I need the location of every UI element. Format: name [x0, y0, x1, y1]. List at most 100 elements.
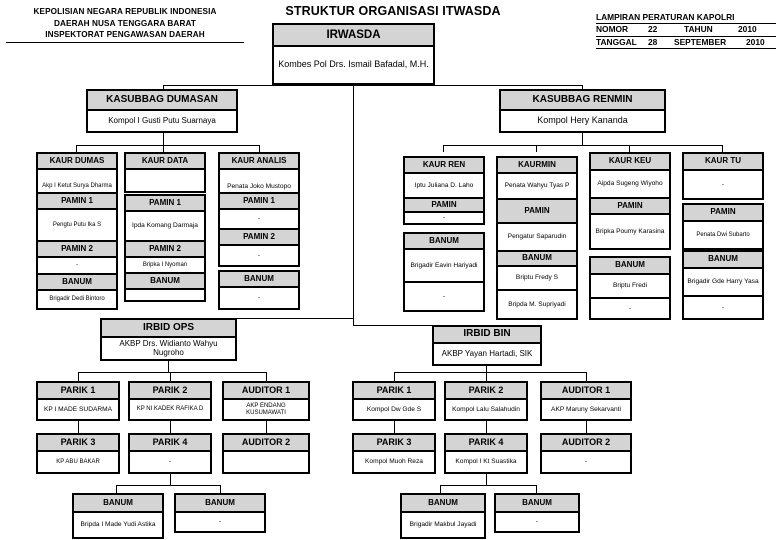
connector-bin-p2 [486, 372, 488, 381]
node-ops-parik4-name: - [130, 452, 210, 472]
node-kaur-analis-pamins[interactable]: PAMIN 1 - PAMIN 2 - [218, 192, 300, 267]
node-irwasda-name: Kombes Pol Drs. Ismail Bafadal, M.H. [274, 47, 433, 83]
node-ren-banum-title: BANUM [405, 234, 483, 250]
connector-ops-p2-p4 [170, 421, 172, 433]
node-bin-auditor2[interactable]: AUDITOR 2 - [540, 433, 632, 474]
node-tu-pamin[interactable]: PAMIN Penata Dwi Subarto [682, 203, 764, 250]
node-kaur-ren[interactable]: KAUR REN Iptu Juliana D. Laho PAMIN - [403, 156, 485, 225]
node-kaur-dumas-subs[interactable]: PAMIN 1 Pengtu Putu Ika S PAMIN 2 - BANU… [36, 192, 118, 310]
node-irbid-bin-title: IRBID BIN [434, 327, 540, 344]
node-dumas-pamin1-name: Pengtu Putu Ika S [38, 210, 116, 242]
node-data-pamin1-name: Ipda Komang Darmaja [126, 212, 204, 242]
connector-ops-banum-bar [116, 485, 220, 487]
node-kaur-data-name [126, 170, 204, 191]
node-kasubbag-dumasan[interactable]: KASUBBAG DUMASAN Kompol I Gusti Putu Sua… [86, 89, 238, 133]
node-dumas-banum-name: Brigadir Dedi Bintoro [38, 291, 116, 308]
node-ops-parik3[interactable]: PARIK 3 KP ABU BAKAR [36, 433, 120, 474]
node-kaur-data-subs[interactable]: PAMIN 1 Ipda Komang Darmaja PAMIN 2 Brip… [124, 194, 206, 302]
node-ops-parik4-title: PARIK 4 [130, 435, 210, 452]
node-keu-banum[interactable]: BANUM Briptu Fredi - [589, 256, 671, 320]
node-tu-banum[interactable]: BANUM Brigadir Gde Harry Yasa - [682, 250, 764, 320]
connector-dumasan-col1 [76, 145, 78, 152]
node-bin-banum-2-title: BANUM [496, 495, 578, 513]
node-bin-parik4[interactable]: PARIK 4 Kompol I Kt Suastika [444, 433, 528, 474]
node-irbid-bin[interactable]: IRBID BIN AKBP Yayan Hartadi, SIK [432, 325, 542, 366]
node-bin-parik3[interactable]: PARIK 3 Kompol Muoh Reza [352, 433, 436, 474]
connector-renmin-col3 [629, 145, 631, 152]
node-kaur-keu-name: Aipda Sugeng Wiyoho [591, 171, 669, 199]
node-ops-banum-2-name: - [176, 513, 264, 531]
node-kasubbag-dumasan-name: Kompol I Gusti Putu Suarnaya [88, 111, 236, 131]
connector-ops-banum1 [116, 485, 118, 493]
node-ops-auditor2-name [224, 452, 308, 472]
node-ren-banum[interactable]: BANUM Brigadir Eavin Hariyadi - [403, 232, 485, 312]
node-bin-banum-2[interactable]: BANUM - [494, 493, 580, 533]
connector-ops-stem [168, 361, 170, 372]
node-ops-parik1-title: PARIK 1 [38, 383, 118, 400]
node-analis-pamin2-title: PAMIN 2 [220, 230, 298, 246]
node-kaur-data[interactable]: KAUR DATA [124, 152, 206, 193]
node-ops-banum-2[interactable]: BANUM - [174, 493, 266, 533]
node-kaur-tu[interactable]: KAUR TU - [682, 152, 764, 200]
node-ops-auditor1-title: AUDITOR 1 [224, 383, 308, 400]
node-ops-parik4[interactable]: PARIK 4 - [128, 433, 212, 474]
node-irbid-ops[interactable]: IRBID OPS AKBP Drs. Widianto Wahyu Nugro… [100, 318, 237, 361]
node-bin-banum-1[interactable]: BANUM Brigadir Makbul Jayadi [400, 493, 486, 539]
node-ops-banum-1[interactable]: BANUM Bripda I Made Yudi Astika [72, 493, 164, 539]
connector-dumasan-col3 [259, 145, 261, 152]
lampiran-tanggal-day: 28 [648, 36, 658, 47]
node-bin-parik2[interactable]: PARIK 2 Kompol Lalu Salahudin [444, 381, 528, 421]
node-bin-auditor2-title: AUDITOR 2 [542, 435, 630, 452]
node-kaurmin-pamin-title: PAMIN [498, 200, 576, 223]
connector-renmin-col4 [722, 145, 724, 152]
node-ops-parik3-name: KP ABU BAKAR [38, 452, 118, 472]
node-bin-auditor1-title: AUDITOR 1 [542, 383, 630, 400]
letterhead-divider [6, 41, 244, 43]
connector-dumasan-stem [163, 133, 165, 145]
connector-ops-a1 [266, 372, 268, 381]
letterhead-line-1: KEPOLISIAN NEGARA REPUBLIK INDONESIA [33, 7, 217, 16]
node-tu-banum-extra: - [684, 297, 762, 318]
node-kaur-analis-title: KAUR ANALIS [220, 154, 298, 170]
node-bin-parik1-name: Kompol Dw Gde S [354, 400, 434, 419]
node-bin-auditor1[interactable]: AUDITOR 1 AKP Maruny Sekarvanti [540, 381, 632, 421]
connector-ops-a1-a2 [266, 421, 268, 433]
node-ops-parik3-title: PARIK 3 [38, 435, 118, 452]
node-dumas-pamin2-name: - [38, 258, 116, 275]
node-bin-parik1[interactable]: PARIK 1 Kompol Dw Gde S [352, 381, 436, 421]
node-kaurmin-pamin-banum[interactable]: Pengatur Saparudin BANUM Briptu Fredy S … [496, 222, 578, 320]
node-kasubbag-renmin-name: Kompol Hery Kananda [501, 111, 664, 131]
node-tu-pamin-name: Penata Dwi Subarto [684, 222, 762, 248]
connector-trunk-vertical [353, 85, 355, 325]
connector-bin-banum1 [440, 485, 442, 493]
node-irwasda[interactable]: IRWASDA Kombes Pol Drs. Ismail Bafadal, … [272, 23, 435, 85]
connector-bin-p1-p3 [394, 421, 396, 433]
node-tu-banum-name: Brigadir Gde Harry Yasa [684, 269, 762, 297]
node-analis-pamin2-name: - [220, 246, 298, 265]
connector-bin-banum2 [536, 485, 538, 493]
node-kaurmin[interactable]: KAURMIN Penata Wahyu Tyas P PAMIN [496, 156, 578, 225]
node-kaurmin-title: KAURMIN [498, 158, 576, 174]
node-kaurmin-pamin-name: Pengatur Saparudin [498, 224, 576, 252]
connector-bin-banum-stem [486, 474, 488, 485]
node-kaur-dumas-title: KAUR DUMAS [38, 154, 116, 170]
node-ops-parik1-name: KP I MADE SUDARMA [38, 400, 118, 419]
node-ops-parik1[interactable]: PARIK 1 KP I MADE SUDARMA [36, 381, 120, 421]
node-bin-banum-1-title: BANUM [402, 495, 484, 513]
node-irbid-ops-name: AKBP Drs. Widianto Wahyu Nugroho [102, 338, 235, 359]
node-data-banum-name [126, 290, 204, 300]
node-keu-banum-title: BANUM [591, 258, 669, 275]
node-ops-auditor1[interactable]: AUDITOR 1 AKP ENDANG KUSUMAWATI [222, 381, 310, 421]
node-ops-auditor2[interactable]: AUDITOR 2 [222, 433, 310, 474]
node-analis-banum[interactable]: BANUM - [218, 270, 300, 310]
lampiran-nomor-label: NOMOR [596, 24, 629, 35]
node-kaur-keu[interactable]: KAUR KEU Aipda Sugeng Wiyoho PAMIN Bripk… [589, 152, 671, 250]
node-ops-parik2[interactable]: PARIK 2 KP NI KADEK RAFIKA D [128, 381, 212, 421]
node-ops-banum-2-title: BANUM [176, 495, 264, 513]
node-tu-pamin-title: PAMIN [684, 205, 762, 222]
node-analis-pamin1-title: PAMIN 1 [220, 194, 298, 210]
node-kasubbag-renmin[interactable]: KASUBBAG RENMIN Kompol Hery Kananda [499, 89, 666, 133]
